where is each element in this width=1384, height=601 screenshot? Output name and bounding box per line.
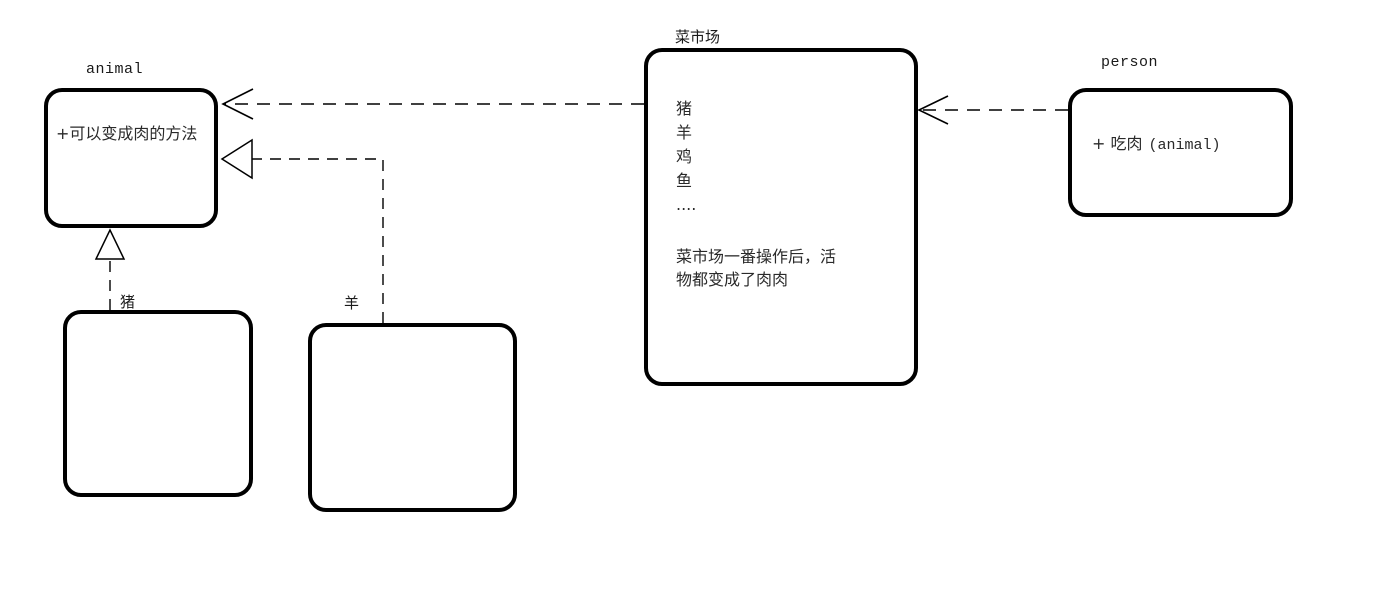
person-method: + 吃肉 (animal) <box>1092 130 1221 154</box>
market-item-4: .... <box>676 195 697 214</box>
pig-to-animal-arrowhead <box>94 228 126 260</box>
sheep-to-animal-arrowhead <box>220 138 253 180</box>
sheep-class-box[interactable] <box>308 323 517 512</box>
market-item-2: 鸡 <box>676 147 693 166</box>
animal-class-title: animal <box>86 61 144 78</box>
sheep-to-animal-line <box>252 158 384 323</box>
sheep-class-title: 羊 <box>344 294 360 312</box>
pig-class-box[interactable] <box>63 310 253 497</box>
relation-person-to-market <box>917 95 1068 125</box>
market-item-3: 鱼 <box>676 171 693 190</box>
person-class-title: person <box>1101 54 1159 71</box>
market-class-box[interactable]: 猪 羊 鸡 鱼 .... 菜市场一番操作后，活 物都变成了肉肉 <box>644 48 918 386</box>
animal-member-0: +可以变成肉的方法 <box>56 124 198 143</box>
market-to-animal-arrowhead <box>221 88 254 120</box>
market-item-1: 羊 <box>676 123 693 142</box>
person-to-market-arrowhead <box>917 95 949 125</box>
market-note-line-0: 菜市场一番操作后，活 <box>676 247 837 266</box>
person-method-param: (animal) <box>1148 137 1221 154</box>
relation-market-to-animal <box>221 88 644 120</box>
pig-class-title: 猪 <box>120 293 136 311</box>
animal-class-box[interactable]: +可以变成肉的方法 <box>44 88 218 228</box>
market-item-0: 猪 <box>676 99 693 118</box>
person-method-name: + 吃肉 <box>1092 134 1143 153</box>
market-class-title: 菜市场 <box>675 28 721 46</box>
person-class-box[interactable]: + 吃肉 (animal) <box>1068 88 1293 217</box>
market-note-line-1: 物都变成了肉肉 <box>676 270 789 289</box>
